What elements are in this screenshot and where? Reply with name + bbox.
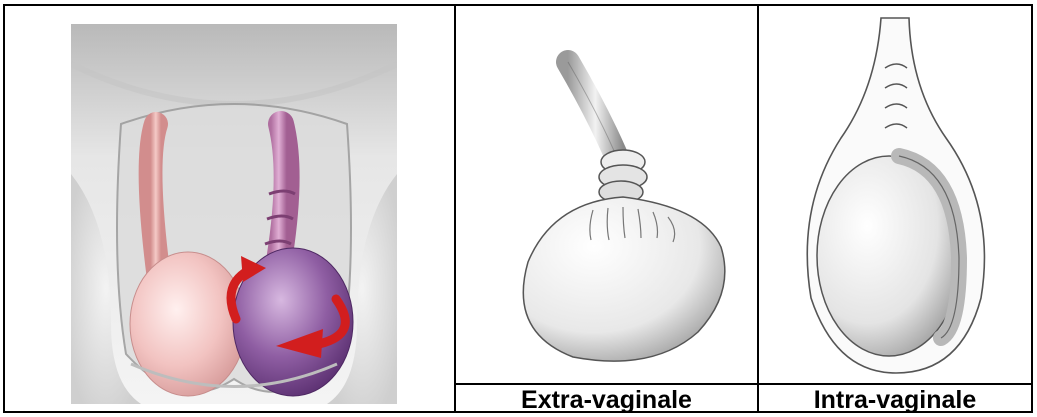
column-divider-2 — [757, 6, 759, 411]
torsion-anatomy-panel — [71, 24, 397, 404]
caption-extra-vaginale: Extra-vaginale — [456, 385, 757, 415]
caption-intra-vaginale: Intra-vaginale — [759, 385, 1031, 415]
column-divider-1 — [454, 6, 456, 411]
extra-vaginal-illustration — [473, 12, 743, 380]
intra-vaginal-illustration — [781, 8, 1011, 380]
extra-vaginal-panel — [473, 12, 743, 380]
intra-vaginal-panel — [781, 8, 1011, 380]
figure-table: Extra-vaginale Intra-vaginale — [3, 4, 1033, 413]
torsion-anatomy-illustration — [71, 24, 397, 404]
